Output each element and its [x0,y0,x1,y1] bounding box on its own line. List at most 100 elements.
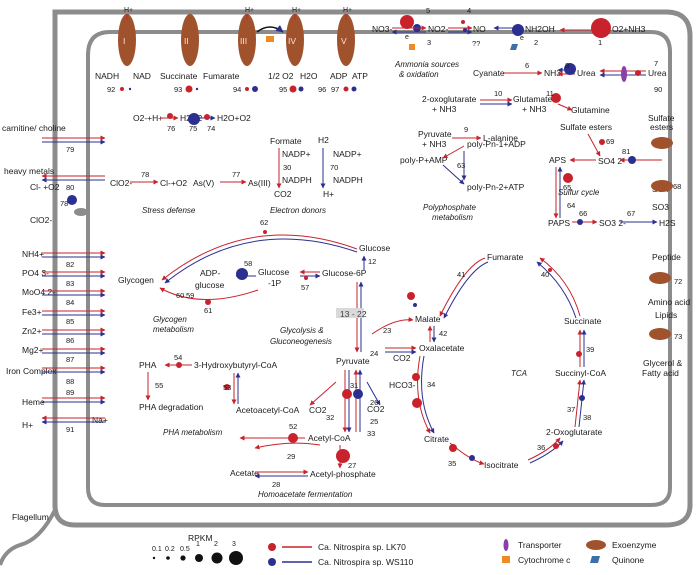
svg-text:Succinate: Succinate [160,71,198,81]
polyp-module: poly-Pn-1+ADP poly-P+AMP poly-Pn-2+ATP 6… [400,139,526,222]
svg-text:6: 6 [525,61,529,70]
svg-text:Formate: Formate [270,136,302,146]
svg-text:34: 34 [427,380,435,389]
svg-text:Acetyl-CoA: Acetyl-CoA [308,433,351,443]
svg-text:Amino acid: Amino acid [648,297,690,307]
svg-text:66: 66 [579,209,587,218]
complex-V: VH+ [337,7,355,66]
svg-text:ClO2-: ClO2- [30,215,52,225]
svg-text:I: I [123,36,125,46]
svg-text:Sulfate esters: Sulfate esters [560,122,612,132]
svg-text:64: 64 [567,201,575,210]
svg-text:1/2 O2: 1/2 O2 [268,71,294,81]
svg-text:Lipids: Lipids [655,310,677,320]
svg-text:38: 38 [583,413,591,422]
svg-text:8: 8 [565,61,569,70]
svg-text:Mg2+: Mg2+ [22,345,44,355]
svg-text:36: 36 [537,443,545,452]
svg-text:85: 85 [66,317,74,326]
svg-text:ADP-: ADP- [200,268,220,278]
svg-text:Glycolysis &: Glycolysis & [280,326,324,335]
svg-text:53: 53 [223,383,231,392]
svg-text:27: 27 [348,461,356,470]
svg-text:40: 40 [541,270,549,279]
svg-text:52: 52 [289,422,297,431]
svg-text:+ NH3: + NH3 [432,104,457,114]
glycogen-module: Glycogen ADP- glucose Glucose -1P Glucos… [118,218,390,334]
svg-text:Urea: Urea [648,68,667,78]
complex-II: II [181,14,199,66]
legend-cytochrome: Cytochrome c [502,555,571,565]
svg-text:Stress defense: Stress defense [142,206,196,215]
svg-text:PHA: PHA [139,360,157,370]
svg-text:H2: H2 [318,135,329,145]
svg-text:NH3: NH3 [544,68,561,78]
svg-text:H2S: H2S [659,218,676,228]
svg-text:87: 87 [66,355,74,364]
svg-text:39: 39 [586,345,594,354]
svg-text:28: 28 [272,480,280,489]
svg-text:70: 70 [330,163,338,172]
svg-text:Polyphosphate: Polyphosphate [423,203,476,212]
svg-text:Gluconeogenesis: Gluconeogenesis [270,337,332,346]
svg-text:Cyanate: Cyanate [473,68,505,78]
legend-size-scale: 0.1 0.2 0.5 1 2 3 [152,541,243,565]
svg-text:42: 42 [439,329,447,338]
svg-text:NO3-: NO3- [372,24,392,34]
svg-text:7: 7 [654,59,658,68]
svg-text:94: 94 [233,85,241,94]
svg-text:Ammonia sources: Ammonia sources [394,60,459,69]
svg-text:69: 69 [606,137,614,146]
legend-rpkm-title: RPKM [188,533,213,543]
svg-text:Fumarate: Fumarate [487,252,524,262]
svg-text:24: 24 [370,349,378,358]
svg-text:76: 76 [167,124,175,133]
legend-quinone: Quinone [590,555,644,565]
svg-text:poly-Pn-2+ATP: poly-Pn-2+ATP [467,182,525,192]
tca-module: Fumarate Malate Succinate Oxalacetate Su… [336,252,606,470]
transporters-left: carnitine/ choline heavy metals Cl- +O2 … [2,123,108,434]
svg-text:Acetyl-phosphate: Acetyl-phosphate [310,469,376,479]
svg-text:2: 2 [534,38,538,47]
svg-text:PHA degradation: PHA degradation [139,402,204,412]
svg-text:ADP: ADP [330,71,348,81]
svg-text:NADPH: NADPH [282,175,312,185]
svg-text:10: 10 [494,89,502,98]
svg-text:CO2: CO2 [274,189,292,199]
svg-text:CO2: CO2 [393,353,411,363]
svg-text:63: 63 [457,161,465,170]
svg-text:90: 90 [654,85,662,94]
svg-text:13 - 22: 13 - 22 [340,309,367,319]
svg-text:89: 89 [66,388,74,397]
svg-text:CO2: CO2 [367,404,385,414]
svg-text:Sulfate: Sulfate [648,113,675,123]
svg-text:75: 75 [189,124,197,133]
svg-text:0.2: 0.2 [165,546,175,553]
svg-text:O2+NH3: O2+NH3 [612,24,646,34]
svg-text:Pyruvate: Pyruvate [336,356,370,366]
svg-text:SO3 2-: SO3 2- [599,218,626,228]
svg-text:NH2OH: NH2OH [525,24,555,34]
flagellum [0,509,57,566]
svg-text:Electron donors: Electron donors [270,206,326,215]
svg-text:57: 57 [301,283,309,292]
svg-text:Glycogen: Glycogen [118,275,154,285]
cytochrome-c-marker [266,36,274,42]
svg-text:84: 84 [66,298,74,307]
svg-text:0.1: 0.1 [152,546,162,553]
legend-transporter: Transporter [503,539,562,551]
svg-text:81: 81 [622,147,630,156]
svg-text:Glycogen: Glycogen [153,315,187,324]
svg-text:Succinyl-CoA: Succinyl-CoA [555,368,606,378]
svg-text:carnitine/ choline: carnitine/ choline [2,123,66,133]
svg-text:III: III [240,36,247,46]
legend-ws110: Ca. Nitrospira sp. WS110 [268,557,414,567]
svg-text:30: 30 [283,163,291,172]
svg-text:Cytochrome c: Cytochrome c [518,555,571,565]
svg-text:poly-P+AMP: poly-P+AMP [400,155,448,165]
svg-text:NO2-: NO2- [428,24,448,34]
svg-text:Homoacetate fermentation: Homoacetate fermentation [258,490,353,499]
svg-text:91: 91 [66,425,74,434]
